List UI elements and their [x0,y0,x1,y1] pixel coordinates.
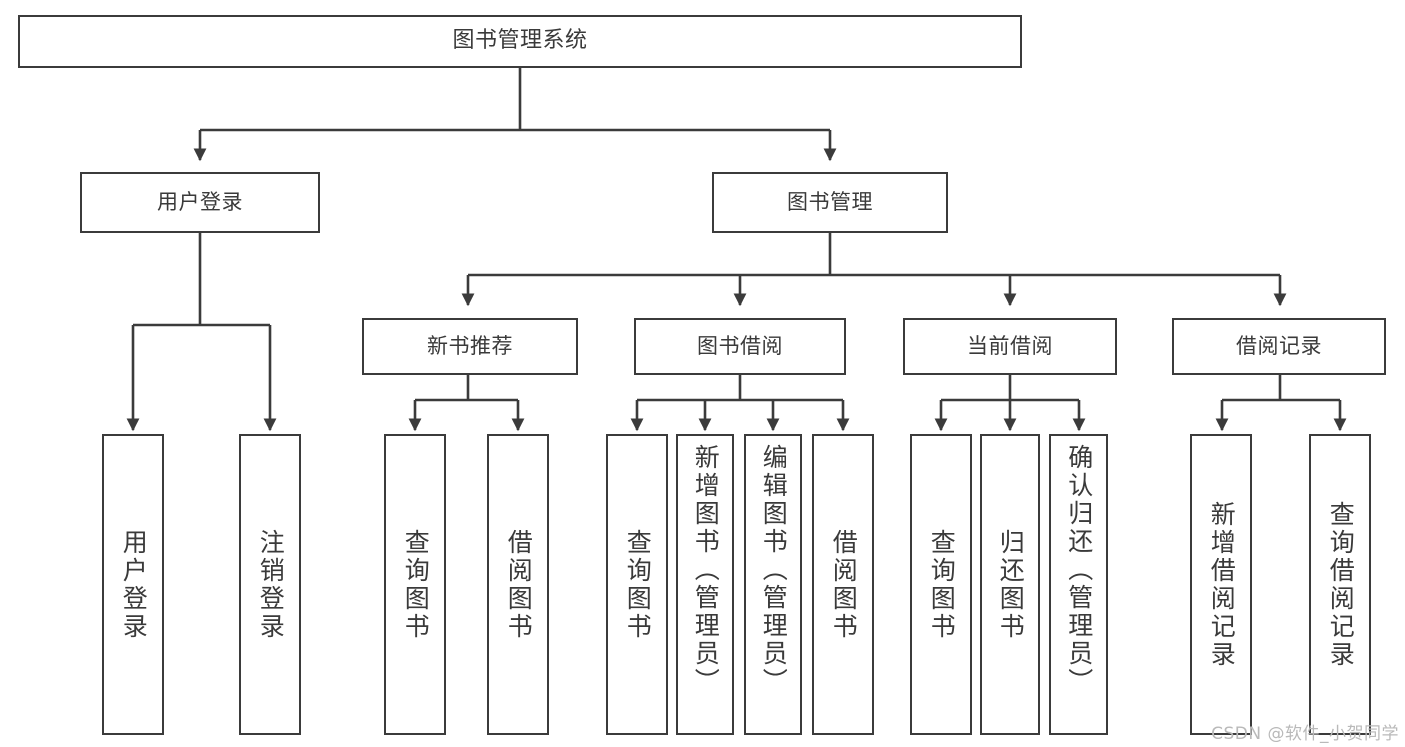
node-label: 新增借阅记录 [1207,500,1237,669]
leaf-user-login[interactable]: 用户登录 [102,434,164,735]
node-label: 查询图书 [401,528,431,641]
leaf-edit-book-admin[interactable]: 编辑图书（管理员） [744,434,802,735]
node-borrow-record[interactable]: 借阅记录 [1172,318,1386,375]
watermark: CSDN @软件_小贺同学 [1211,724,1399,744]
leaf-add-book-admin[interactable]: 新增图书（管理员） [676,434,734,735]
node-label: 当前借阅 [967,333,1053,358]
leaf-borrow-books[interactable]: 借阅图书 [812,434,874,735]
leaf-borrow-books-recommend[interactable]: 借阅图书 [487,434,549,735]
node-label: 查询借阅记录 [1326,500,1356,669]
node-label: 注销登录 [256,528,286,641]
node-label: 归还图书 [996,528,1026,641]
node-label: 图书借阅 [697,333,783,358]
node-label: 确认归还（管理员） [1064,444,1094,696]
node-label: 用户登录 [157,189,243,214]
node-label: 用户登录 [119,528,149,641]
leaf-query-books-borrow[interactable]: 查询图书 [606,434,668,735]
node-label: 查询图书 [623,528,653,641]
node-book-management[interactable]: 图书管理 [712,172,948,233]
node-label: 新增图书（管理员） [691,444,721,696]
node-new-book-recommend[interactable]: 新书推荐 [362,318,578,375]
node-label: 借阅图书 [504,528,534,641]
leaf-logout[interactable]: 注销登录 [239,434,301,735]
leaf-confirm-return-admin[interactable]: 确认归还（管理员） [1049,434,1108,735]
leaf-add-borrow-record[interactable]: 新增借阅记录 [1190,434,1252,735]
leaf-query-books-current[interactable]: 查询图书 [910,434,972,735]
node-label: 查询图书 [927,528,957,641]
node-label: 编辑图书（管理员） [759,444,789,696]
node-label: 图书管理 [787,189,873,214]
node-label: 借阅记录 [1236,333,1322,358]
node-label: 新书推荐 [427,333,513,358]
node-label: 借阅图书 [829,528,859,641]
node-book-borrow[interactable]: 图书借阅 [634,318,846,375]
leaf-return-books[interactable]: 归还图书 [980,434,1040,735]
node-label: 图书管理系统 [452,28,588,54]
leaf-query-borrow-record[interactable]: 查询借阅记录 [1309,434,1371,735]
node-current-borrow[interactable]: 当前借阅 [903,318,1117,375]
leaf-query-books-recommend[interactable]: 查询图书 [384,434,446,735]
node-user-login[interactable]: 用户登录 [80,172,320,233]
node-book-management-system[interactable]: 图书管理系统 [18,15,1022,68]
